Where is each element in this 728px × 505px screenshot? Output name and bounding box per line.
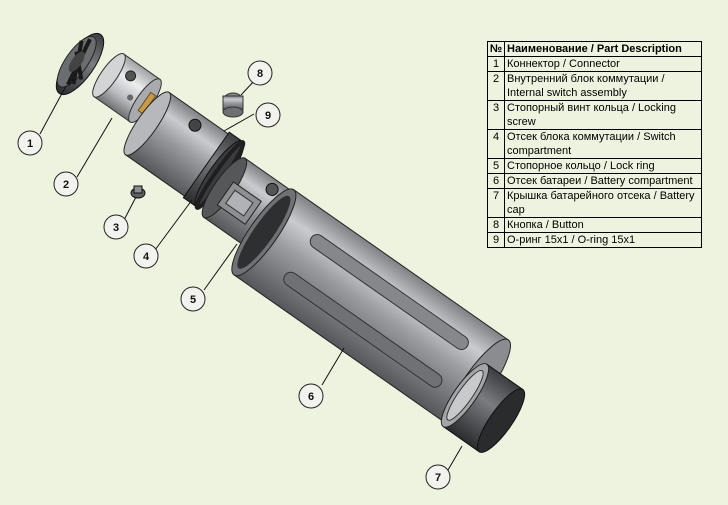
callout-5: 5 [180, 286, 206, 312]
part-locking-screw [130, 185, 146, 199]
callout-9-label: 9 [265, 110, 271, 122]
row-number: 9 [487, 232, 505, 248]
table-row: 9 О-ринг 15x1 / O-ring 15x1 [487, 232, 702, 248]
callout-1: 1 [17, 130, 43, 156]
part-internal-switch-assembly [92, 53, 162, 123]
callout-6-label: 6 [308, 391, 314, 403]
row-number: 8 [487, 217, 505, 233]
callout-7-label: 7 [435, 472, 441, 484]
callout-6: 6 [298, 383, 324, 409]
table-row: 2 Внутренний блок коммутации / Internal … [487, 71, 702, 101]
row-description: Стопорное кольцо / Lock ring [504, 158, 702, 174]
callout-5-label: 5 [190, 294, 196, 306]
parts-table: № Наименование / Part Description 1 Конн… [487, 41, 702, 248]
part-button [222, 92, 244, 118]
callout-8-label: 8 [257, 68, 263, 80]
row-description: О-ринг 15x1 / O-ring 15x1 [504, 232, 702, 248]
row-number: 7 [487, 188, 505, 218]
leader-lines [39, 79, 463, 471]
row-number: 6 [487, 173, 505, 189]
part-battery-cap [440, 363, 526, 453]
callout-3-label: 3 [113, 222, 119, 234]
row-description: Коннектор / Connector [504, 56, 702, 72]
header-number: № [487, 41, 505, 57]
callout-4: 4 [133, 243, 159, 269]
row-description: Крышка батарейного отсека / Battery cap [504, 188, 702, 218]
table-row: 7 Крышка батарейного отсека / Battery ca… [487, 188, 702, 218]
table-row: 5 Стопорное кольцо / Lock ring [487, 158, 702, 174]
table-row: 6 Отсек батареи / Battery compartment [487, 173, 702, 189]
row-number: 4 [487, 129, 505, 159]
table-row: 3 Стопорный винт кольца / Locking screw [487, 100, 702, 130]
callout-2-label: 2 [63, 179, 69, 191]
row-description: Внутренний блок коммутации / Internal sw… [504, 71, 702, 101]
table-row: 8 Кнопка / Button [487, 217, 702, 233]
callout-4-label: 4 [143, 251, 150, 263]
callout-7: 7 [425, 464, 451, 490]
row-number: 5 [487, 158, 505, 174]
part-switch-compartment [123, 91, 245, 208]
row-description: Отсек батареи / Battery compartment [504, 173, 702, 189]
callout-8: 8 [247, 60, 273, 86]
row-description: Стопорный винт кольца / Locking screw [504, 100, 702, 130]
row-number: 2 [487, 71, 505, 101]
row-description: Кнопка / Button [504, 217, 702, 233]
callout-1-label: 1 [27, 138, 33, 150]
table-row: 1 Коннектор / Connector [487, 56, 702, 72]
callout-2: 2 [53, 171, 79, 197]
callout-3: 3 [103, 214, 129, 240]
row-number: 1 [487, 56, 505, 72]
callout-9: 9 [255, 102, 281, 128]
row-number: 3 [487, 100, 505, 130]
table-row: 4 Отсек блока коммутации / Switch compar… [487, 129, 702, 159]
part-connector [55, 32, 105, 96]
part-battery-compartment [231, 188, 511, 427]
header-description: Наименование / Part Description [504, 41, 702, 57]
row-description: Отсек блока коммутации / Switch compartm… [504, 129, 702, 159]
parts-table-header-row: № Наименование / Part Description [487, 41, 702, 57]
